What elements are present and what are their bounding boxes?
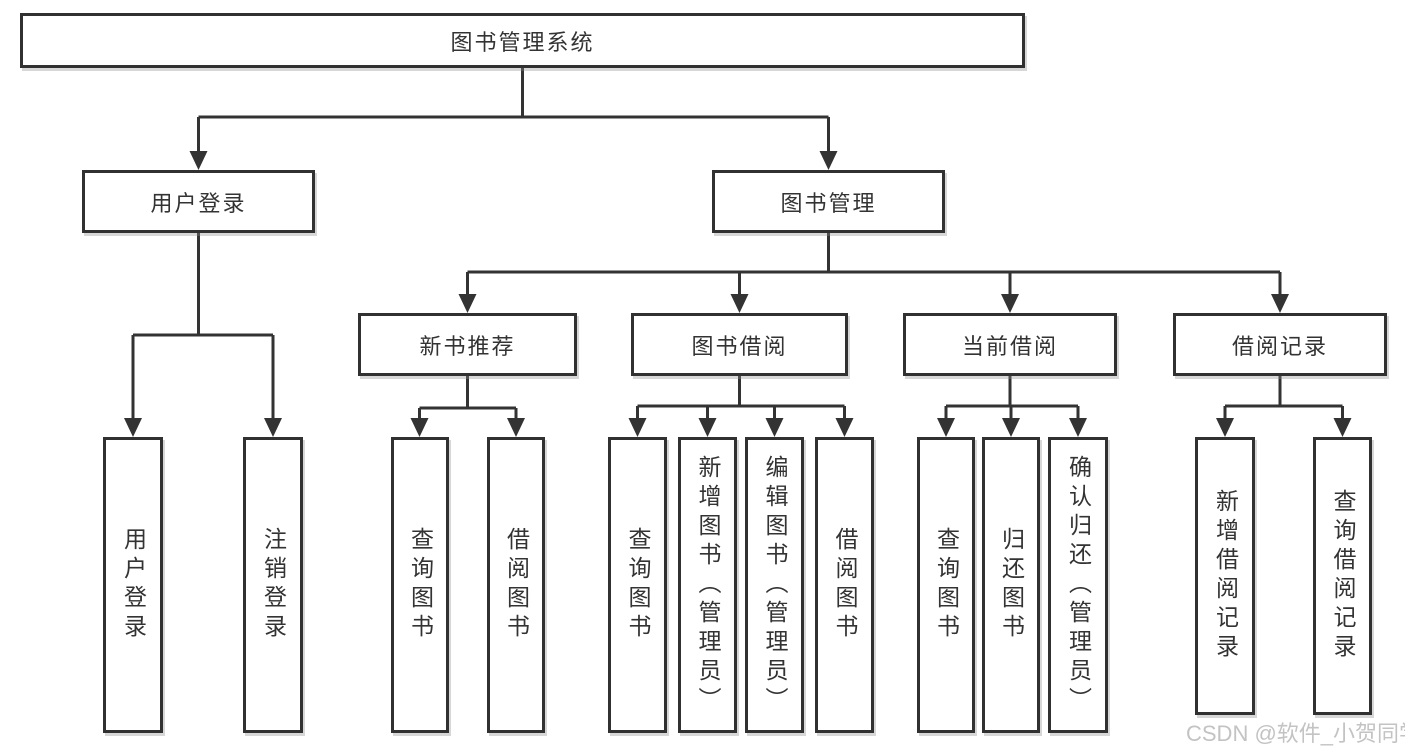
node-library-management-system: 图书管理系统 <box>20 13 1025 68</box>
watermark: CSDN @软件_小贺同学 <box>1186 721 1405 746</box>
leaf-add-borrow-record: 新增借阅记录 <box>1195 437 1255 715</box>
node-borrowing-records: 借阅记录 <box>1173 313 1387 376</box>
leaf-add-books-admin: 新增图书（管理员） <box>678 437 737 733</box>
node-book-management: 图书管理 <box>712 170 945 233</box>
leaf-logout: 注销登录 <box>243 437 303 733</box>
leaf-query-books-recommend: 查询图书 <box>391 437 449 733</box>
leaf-query-books-current: 查询图书 <box>917 437 975 733</box>
node-book-borrowing: 图书借阅 <box>631 313 848 376</box>
node-user-login: 用户登录 <box>82 170 315 233</box>
leaf-user-login: 用户登录 <box>103 437 163 733</box>
leaf-edit-books-admin: 编辑图书（管理员） <box>745 437 804 733</box>
leaf-borrow-books-recommend: 借阅图书 <box>487 437 545 733</box>
leaf-query-books-borrow: 查询图书 <box>608 437 667 733</box>
node-new-book-recommendation: 新书推荐 <box>358 313 577 376</box>
leaf-borrow-books: 借阅图书 <box>815 437 874 733</box>
leaf-confirm-return-admin: 确认归还（管理员） <box>1048 437 1108 733</box>
leaf-query-borrow-record: 查询借阅记录 <box>1313 437 1372 715</box>
leaf-return-books: 归还图书 <box>982 437 1040 733</box>
node-current-borrowing: 当前借阅 <box>903 313 1117 376</box>
